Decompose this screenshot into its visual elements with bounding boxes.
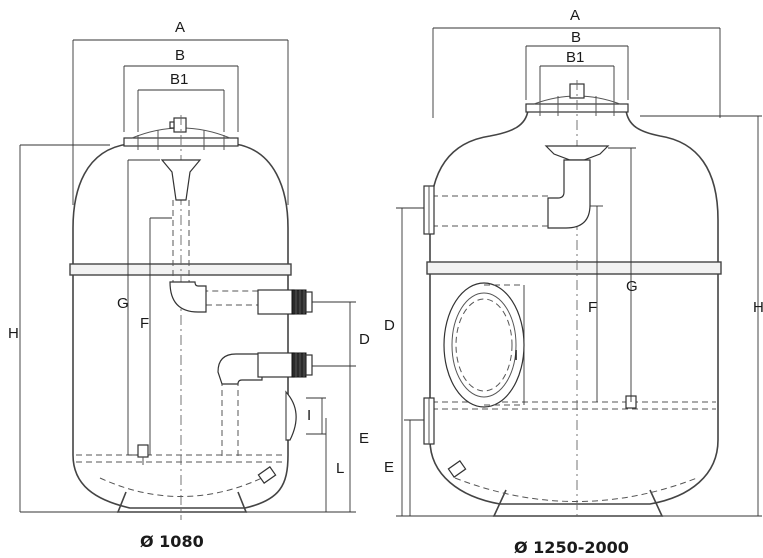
left-diffuser: [160, 159, 202, 201]
right-label-B1: B1: [566, 49, 584, 66]
left-base: [116, 491, 248, 513]
right-label-E: E: [384, 459, 394, 476]
right-label-D: D: [384, 317, 395, 334]
left-label-H: H: [8, 325, 19, 342]
right-diffuser: [544, 145, 610, 161]
left-drain: [257, 466, 277, 484]
left-label-L: L: [336, 460, 344, 477]
left-label-A: A: [175, 19, 185, 36]
right-label-I: I: [514, 347, 518, 364]
left-filter: A B B1 H G F D E I: [8, 19, 370, 551]
left-label-D: D: [359, 331, 370, 348]
right-label-A: A: [570, 7, 580, 24]
right-filter: A B B1 H G F D E I Ø 1250-20: [384, 7, 763, 557]
left-tank-body: [72, 143, 289, 509]
left-upper-valve: [257, 289, 295, 315]
right-base: [492, 489, 664, 517]
left-label-B: B: [175, 47, 185, 64]
left-label-B1: B1: [170, 71, 188, 88]
right-drain: [447, 460, 467, 478]
right-label-H: H: [753, 299, 763, 316]
right-label-F: F: [588, 299, 597, 316]
left-label-I: I: [307, 407, 311, 424]
left-lower-valve: [257, 352, 295, 378]
left-tank-band: [69, 263, 292, 276]
left-vent-valve: [173, 117, 187, 133]
left-label-G: G: [117, 295, 129, 312]
left-manhole: [285, 390, 297, 441]
left-caption: Ø 1080: [140, 532, 204, 551]
right-tank-band: [426, 261, 722, 275]
left-label-E: E: [359, 430, 369, 447]
right-caption: Ø 1250-2000: [514, 538, 629, 557]
right-tank-body: [429, 109, 719, 505]
right-label-B: B: [571, 29, 581, 46]
left-label-F: F: [140, 315, 149, 332]
right-label-G: G: [626, 278, 638, 295]
